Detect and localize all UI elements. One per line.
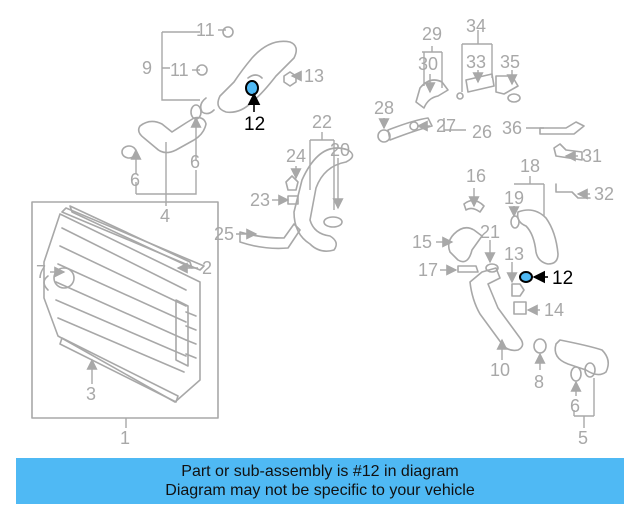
callout-5: 5 (578, 428, 588, 448)
callout-35: 35 (500, 52, 520, 72)
callout-11-mid: 11 (170, 60, 189, 80)
callout-19: 19 (504, 188, 524, 208)
callout-20: 20 (330, 140, 350, 160)
callout-11-top: 11 (196, 20, 215, 40)
part-12-lower-drawing (519, 271, 533, 283)
callout-13-lower: 13 (504, 244, 524, 264)
info-banner: Part or sub-assembly is #12 in diagram D… (16, 458, 624, 504)
callout-13-upper: 13 (304, 66, 324, 86)
leader-lines (50, 29, 595, 428)
callout-30: 30 (418, 54, 438, 74)
callout-32: 32 (594, 184, 614, 204)
callout-12-upper: 12 (244, 114, 265, 135)
part-12-upper-drawing (245, 80, 259, 96)
callout-16: 16 (466, 166, 486, 186)
charge-pipe-middle-drawing (239, 73, 591, 252)
intercooler-drawing (31, 201, 219, 419)
callout-3: 3 (86, 384, 96, 404)
callout-31: 31 (582, 146, 602, 166)
callout-1: 1 (120, 428, 130, 448)
callout-28: 28 (374, 98, 394, 118)
callout-25: 25 (214, 224, 234, 244)
callout-labels: 11 9 11 13 12 6 6 4 29 34 30 33 35 28 27… (36, 16, 614, 448)
callout-34: 34 (466, 16, 486, 36)
callout-6-left: 6 (130, 170, 140, 190)
callout-8: 8 (534, 372, 544, 392)
callout-15: 15 (412, 232, 432, 252)
callout-10: 10 (490, 360, 510, 380)
callout-2: 2 (202, 258, 212, 278)
callout-23: 23 (250, 190, 270, 210)
charge-pipe-upper-left-drawing (121, 26, 298, 159)
callout-6-right: 6 (570, 396, 580, 416)
callout-6-mid: 6 (190, 152, 200, 172)
banner-line-part: Part or sub-assembly is #12 in diagram (181, 463, 459, 480)
callout-33: 33 (466, 52, 486, 72)
callout-24: 24 (286, 146, 306, 166)
callout-27: 27 (436, 116, 456, 136)
callout-22: 22 (312, 112, 332, 132)
callout-29: 29 (422, 24, 442, 44)
callout-21: 21 (480, 222, 500, 242)
callout-18: 18 (520, 156, 540, 176)
callout-7: 7 (36, 262, 46, 282)
callout-12-lower: 12 (552, 268, 573, 289)
callout-26: 26 (472, 122, 492, 142)
callout-4: 4 (160, 206, 170, 226)
banner-line-disclaimer: Diagram may not be specific to your vehi… (165, 482, 475, 499)
callout-9: 9 (142, 58, 152, 78)
callout-14: 14 (544, 300, 564, 320)
callout-36: 36 (502, 118, 522, 138)
charge-pipe-lower-right-drawing (447, 199, 610, 382)
callout-17: 17 (418, 260, 438, 280)
